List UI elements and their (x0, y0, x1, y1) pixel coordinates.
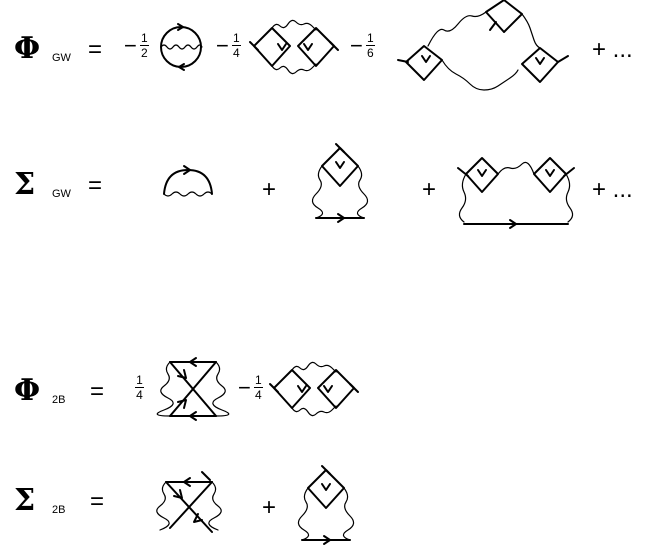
diagram-double-bubble (269, 361, 359, 417)
phi-symbol: Φ (14, 31, 41, 66)
ellipsis-continuation: + ... (592, 36, 633, 63)
plus-sign: + (262, 176, 277, 203)
equals-sign: = (90, 378, 105, 405)
diagram-bubble-wavy (160, 23, 203, 71)
plus-sign: + (422, 176, 437, 203)
subscript-2b: 2B (52, 504, 66, 516)
diagram-double-vertex-loop (457, 157, 575, 229)
ellipsis-continuation: + ... (592, 176, 633, 203)
diagram-triangle-ring (397, 0, 569, 91)
equals-sign: = (88, 36, 103, 63)
subscript-gw: GW (52, 52, 71, 64)
sigma-symbol: Σ (14, 483, 36, 518)
equals-sign: = (88, 172, 103, 199)
diagram-wavy-arc (163, 165, 213, 197)
diagram-crossed-vertex (156, 471, 222, 533)
diagram-vertex-bubble (297, 465, 355, 545)
diagram-crossed-box (156, 357, 230, 421)
diagram-vertex-bubble (311, 143, 369, 223)
sigma-symbol: Σ (14, 167, 36, 202)
plus-sign: + (262, 494, 277, 521)
subscript-2b: 2B (52, 394, 66, 406)
phi-symbol: Φ (14, 373, 41, 408)
diagram-double-bubble (249, 19, 339, 75)
subscript-gw: GW (52, 188, 71, 200)
equals-sign: = (90, 488, 105, 515)
